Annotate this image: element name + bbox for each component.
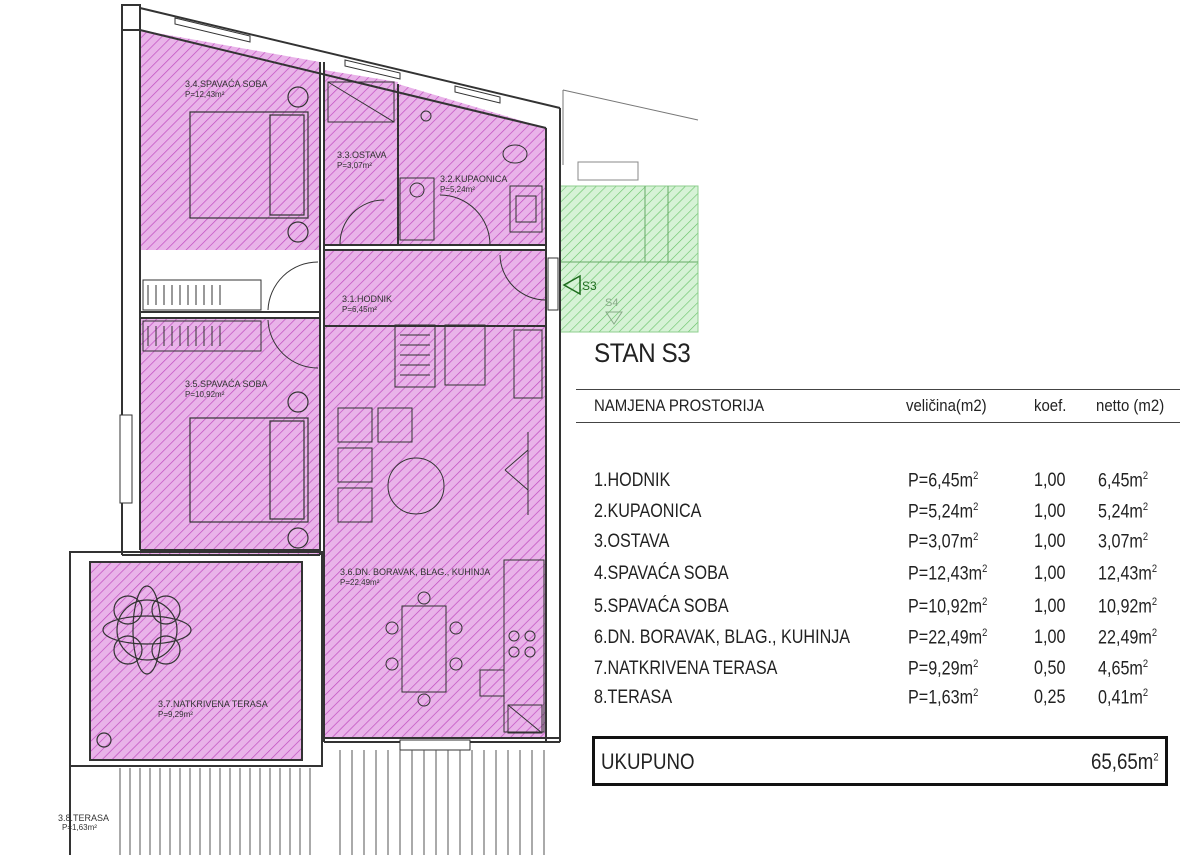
room-coef: 1,00 (1034, 596, 1066, 617)
room-name: 7.NATKRIVENA TERASA (594, 658, 778, 679)
room-label: 3.3.OSTAVA (337, 150, 387, 160)
wardrobe-2 (142, 320, 262, 352)
windows (119, 17, 559, 751)
room-area-label: P=9,29m² (158, 710, 193, 719)
room-name: 6.DN. BORAVAK, BLAG., KUHINJA (594, 627, 851, 648)
room-size: P=12,43m2 (908, 563, 988, 585)
room-label: 3.1.HODNIK (342, 294, 392, 304)
room-coef: 0,50 (1034, 658, 1066, 679)
room-area-label: P=12,43m² (185, 90, 225, 99)
table-row: 8.TERASA P=1,63m2 0,25 0,41m2 (576, 687, 1180, 715)
room-coef: 1,00 (1034, 531, 1066, 552)
wardrobe-1 (142, 279, 262, 311)
table-row: 4.SPAVAĆA SOBA P=12,43m2 1,00 12,43m2 (576, 563, 1180, 591)
room-label: 3.8.TERASA (58, 813, 109, 823)
room-size: P=3,07m2 (908, 531, 979, 553)
room-bedroom-1 (140, 30, 320, 250)
total-label: UKUPUNO (601, 749, 695, 774)
section-marker-s3: S3 (562, 274, 597, 296)
room-label: 3.2.KUPAONICA (440, 174, 507, 184)
balcony-railing (119, 750, 545, 855)
area-legend: STAN S3 NAMJENA PROSTORIJA veličina(m2) … (576, 330, 1182, 790)
room-name: 2.KUPAONICA (594, 501, 702, 522)
room-name: 5.SPAVAĆA SOBA (594, 596, 729, 617)
room-bedroom-2 (140, 318, 320, 554)
room-coef: 0,25 (1034, 687, 1066, 708)
room-size: P=10,92m2 (908, 596, 988, 618)
room-area-label: P=10,92m² (185, 390, 225, 399)
table-row: 6.DN. BORAVAK, BLAG., KUHINJA P=22,49m2 … (576, 627, 1180, 655)
room-name: 8.TERASA (594, 687, 673, 708)
section-marker-s4: S4 (605, 297, 623, 325)
room-name: 4.SPAVAĆA SOBA (594, 563, 729, 584)
table-row: 2.KUPAONICA P=5,24m2 1,00 5,24m2 (576, 501, 1180, 529)
room-label: 3.5.SPAVAĆA SOBA (185, 379, 268, 389)
doors (267, 194, 547, 369)
living-room-furniture (337, 407, 529, 707)
svg-text:S4: S4 (605, 297, 618, 309)
table-row: 7.NATKRIVENA TERASA P=9,29m2 0,50 4,65m2 (576, 658, 1180, 686)
room-area-label: P=22,49m² (340, 578, 380, 587)
total-value: 65,65m2 (1091, 749, 1159, 774)
room-coef: 1,00 (1034, 501, 1066, 522)
room-size: P=22,49m2 (908, 627, 988, 649)
divider (576, 422, 1180, 423)
walls (69, 4, 561, 855)
header-size: veličina(m2) (906, 396, 987, 415)
room-net: 3,07m2 (1098, 531, 1149, 553)
divider (576, 389, 1180, 390)
neighbor-apartment-zone (559, 89, 699, 333)
bed-1 (189, 86, 309, 243)
room-net: 0,41m2 (1098, 687, 1149, 709)
room-size: P=5,24m2 (908, 501, 979, 523)
room-bathroom (398, 84, 546, 245)
room-label: 3.7.NATKRIVENA TERASA (158, 699, 268, 709)
room-net: 10,92m2 (1098, 596, 1158, 618)
room-name: 1.HODNIK (594, 470, 671, 491)
room-net: 5,24m2 (1098, 501, 1149, 523)
room-size: P=9,29m2 (908, 658, 979, 680)
room-label: 3.4.SPAVAĆA SOBA (185, 79, 268, 89)
room-area-label: P=5,24m² (440, 185, 475, 194)
svg-text:S3: S3 (582, 279, 597, 293)
room-coef: 1,00 (1034, 470, 1066, 491)
header-net: netto (m2) (1096, 396, 1165, 415)
room-label: 3.6.DN. BORAVAK, BLAG., KUHINJA (340, 567, 490, 577)
apartment-title: STAN S3 (594, 338, 691, 368)
room-coef: 1,00 (1034, 563, 1066, 584)
room-size: P=1,63m2 (908, 687, 979, 709)
room-name: 3.OSTAVA (594, 531, 670, 552)
terrace-table (96, 585, 192, 748)
header-coef: koef. (1034, 396, 1067, 415)
table-row: 3.OSTAVA P=3,07m2 1,00 3,07m2 (576, 531, 1180, 559)
header-room: NAMJENA PROSTORIJA (594, 396, 765, 415)
room-covered-terrace (90, 562, 302, 760)
room-net: 12,43m2 (1098, 563, 1158, 585)
total-box: UKUPUNO 65,65m2 (592, 736, 1168, 786)
room-area-label: P=6,45m² (342, 305, 377, 314)
room-net: 6,45m2 (1098, 470, 1149, 492)
kitchen-counter (394, 324, 545, 734)
room-area-label: P=1,63m² (62, 823, 97, 832)
room-hallway (324, 250, 546, 330)
room-size: P=6,45m2 (908, 470, 979, 492)
room-net: 22,49m2 (1098, 627, 1158, 649)
table-row: 1.HODNIK P=6,45m2 1,00 6,45m2 (576, 470, 1180, 498)
bathroom-fixtures (327, 81, 543, 241)
room-coef: 1,00 (1034, 627, 1066, 648)
table-row: 5.SPAVAĆA SOBA P=10,92m2 1,00 10,92m2 (576, 596, 1180, 624)
room-area-label: P=3,07m² (337, 161, 372, 170)
room-living-kitchen (324, 330, 546, 738)
room-net: 4,65m2 (1098, 658, 1149, 680)
bed-2 (189, 391, 309, 549)
